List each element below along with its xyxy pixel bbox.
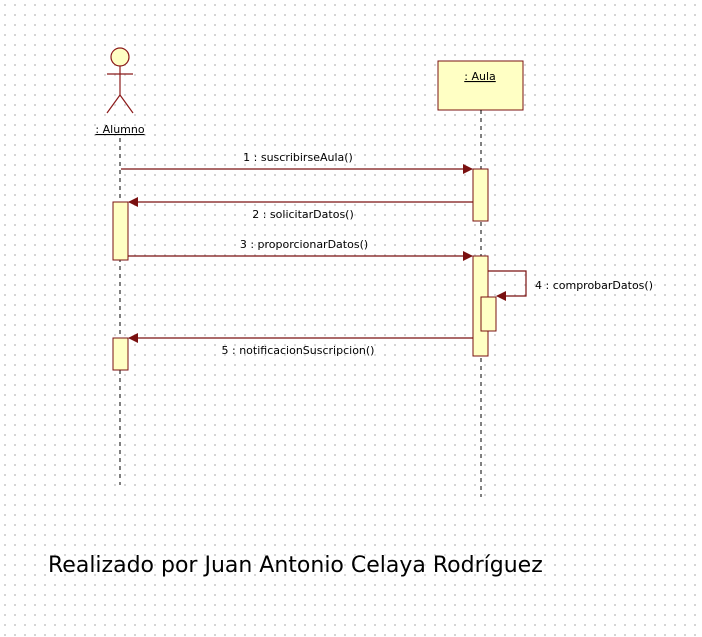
message-4-label: 4 : comprobarDatos() <box>535 279 653 292</box>
actor-label: : Alumno <box>95 123 144 136</box>
actor-alumno[interactable]: : Alumno <box>95 47 145 136</box>
activation-alumno-2 <box>112 337 129 371</box>
message-4[interactable]: 4 : comprobarDatos() <box>488 270 653 301</box>
actor-head-icon <box>110 47 130 67</box>
object-box <box>437 60 524 111</box>
message-3-label: 3 : proporcionarDatos() <box>240 238 368 251</box>
message-1-label: 1 : suscribirseAula() <box>243 151 353 164</box>
message-3[interactable]: 3 : proporcionarDatos() <box>128 238 473 261</box>
object-label: : Aula <box>464 70 496 83</box>
message-1[interactable]: 1 : suscribirseAula() <box>121 151 473 174</box>
actor-right-leg <box>119 94 134 114</box>
actor-left-leg <box>106 94 121 114</box>
object-aula[interactable]: : Aula <box>437 60 524 111</box>
message-5-label: 5 : notificacionSuscripcion() <box>222 344 375 357</box>
message-2[interactable]: 2 : solicitarDatos() <box>128 197 473 221</box>
activation-aula-1 <box>472 168 489 222</box>
activation-alumno-1 <box>112 201 129 261</box>
author-credit: Realizado por Juan Antonio Celaya Rodríg… <box>48 553 543 578</box>
message-2-label: 2 : solicitarDatos() <box>252 208 354 221</box>
message-5[interactable]: 5 : notificacionSuscripcion() <box>128 333 473 357</box>
message-4-arrow <box>488 270 527 301</box>
activation-aula-self <box>480 296 497 332</box>
